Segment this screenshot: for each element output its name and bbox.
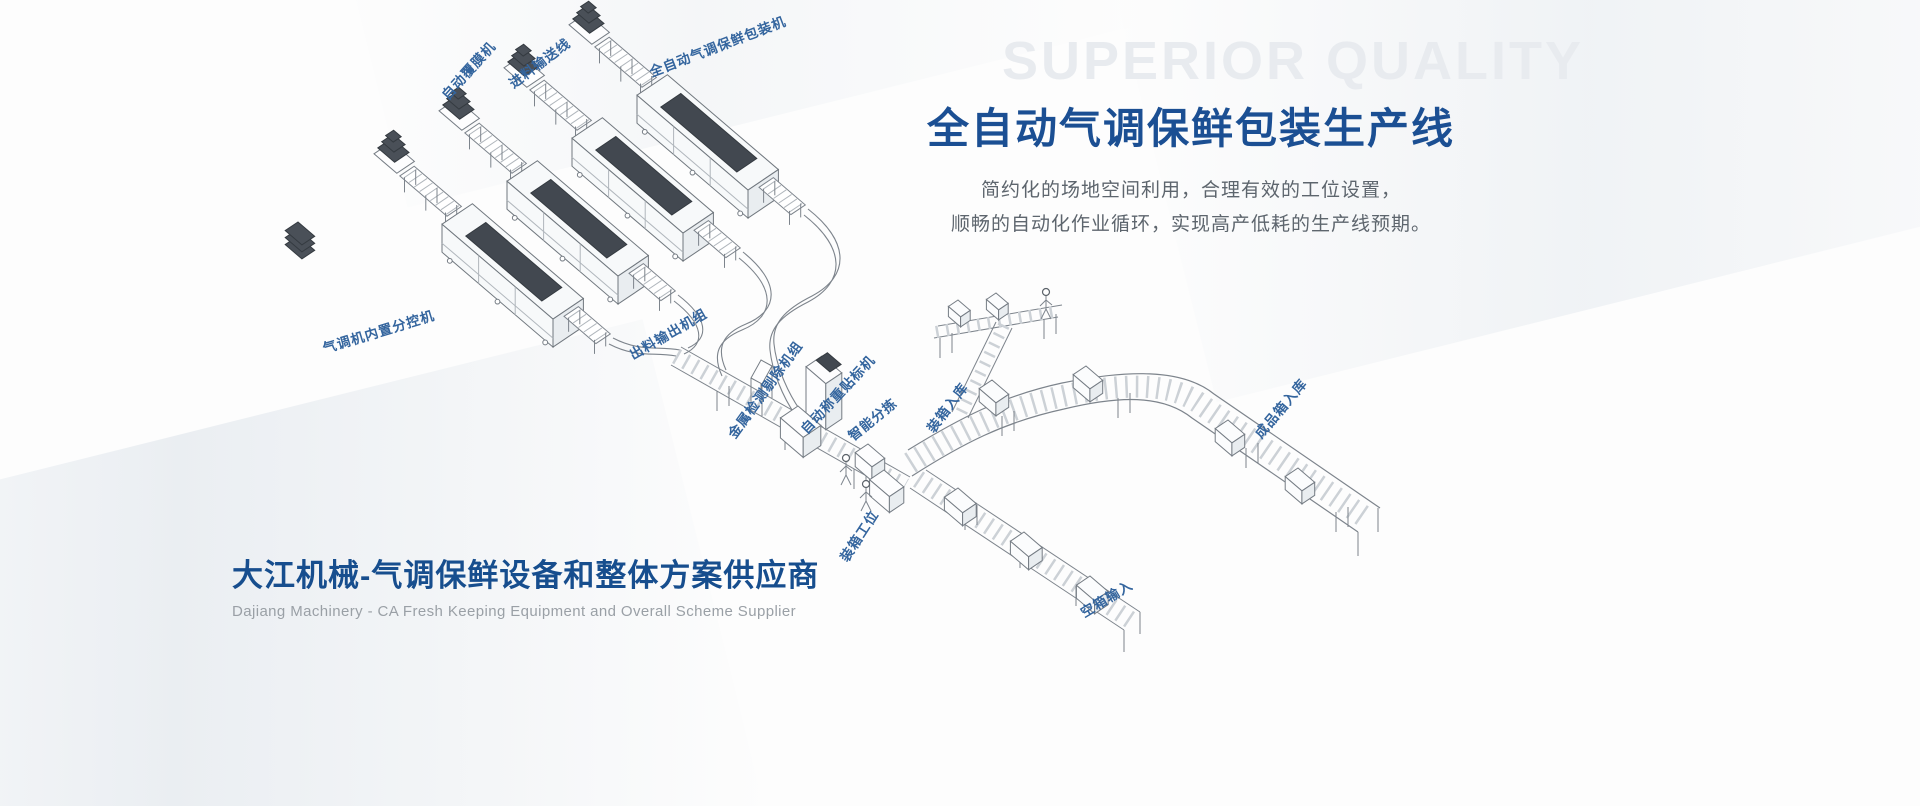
hero-subtitle: 简约化的场地空间利用，合理有效的工位设置， 顺畅的自动化作业循环，实现高产低耗的… [901,174,1481,242]
hero-subtitle-line2: 顺畅的自动化作业循环，实现高产低耗的生产线预期。 [950,214,1431,235]
hero-subtitle-line1: 简约化的场地空间利用，合理有效的工位设置， [980,180,1401,201]
brand-block: 大江机械-气调保鲜设备和整体方案供应商 Dajiang Machinery - … [232,550,819,620]
page-title: 全自动气调保鲜包装生产线 [926,105,1455,152]
brand-subtitle: Dajiang Machinery - CA Fresh Keeping Equ… [232,603,797,620]
hero-text-block: 全自动气调保鲜包装生产线 简约化的场地空间利用，合理有效的工位设置， 顺畅的自动… [901,95,1481,242]
brand-title: 大江机械-气调保鲜设备和整体方案供应商 [232,558,820,593]
watermark-text: SUPERIOR QUALITY [1002,31,1585,91]
